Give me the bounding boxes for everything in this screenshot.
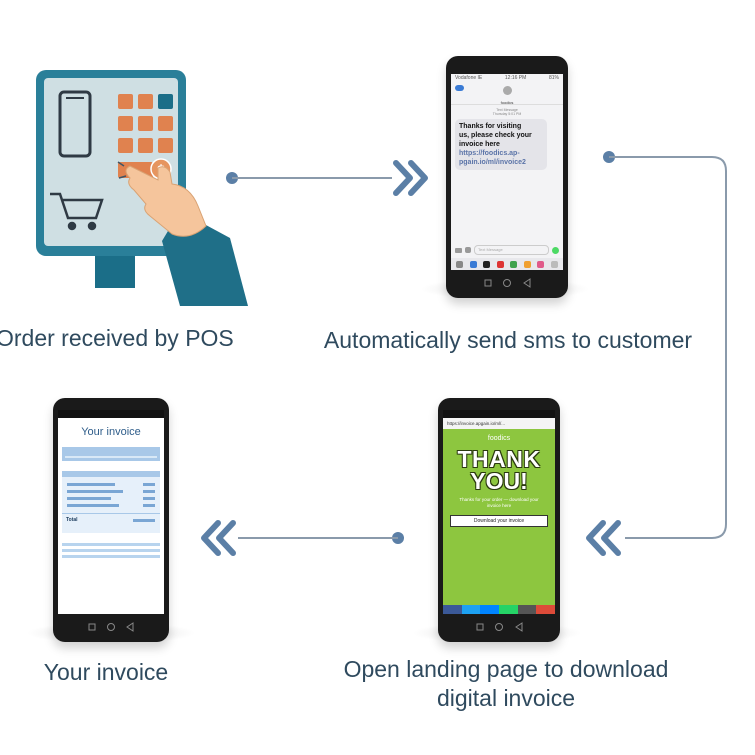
sms-bubble: Thanks for visiting us, please check you…	[455, 119, 547, 170]
battery: 81%	[548, 75, 559, 81]
app-icon[interactable]	[456, 260, 464, 268]
caption-open-landing-line1: Open landing page to download	[343, 656, 669, 682]
recent-apps-icon[interactable]	[476, 623, 484, 631]
pointing-hand	[125, 165, 207, 237]
subtext-line: Thanks for your order — download your	[459, 497, 539, 502]
browser-url-bar[interactable]: https://invoice.apgain.io/ml/...	[443, 418, 555, 429]
invoice-title: Your invoice	[81, 426, 141, 438]
twitter-icon[interactable]	[461, 605, 481, 614]
app-tray	[451, 258, 563, 270]
apps-icon[interactable]	[465, 247, 471, 253]
recent-apps-icon[interactable]	[88, 623, 96, 631]
status-bar	[443, 410, 555, 418]
app-icon[interactable]	[537, 260, 545, 268]
send-icon[interactable]	[552, 246, 559, 254]
landing-subtext: Thanks for your order — download your in…	[443, 497, 555, 509]
meta-line: Text Message	[496, 108, 518, 112]
compose-bar: Text Message	[451, 244, 563, 256]
download-invoice-button[interactable]: Download your invoice	[450, 515, 548, 527]
sms-text: Thanks for visiting	[459, 123, 522, 130]
app-icon[interactable]	[469, 260, 477, 268]
google-icon[interactable]	[536, 605, 555, 614]
invoice-link[interactable]: pgain.io/ml/invoice2	[459, 159, 526, 166]
carrier: Vodafone IE	[455, 75, 483, 81]
invoice-footer-lines	[62, 543, 160, 558]
avatar	[502, 86, 512, 95]
recent-apps-icon[interactable]	[484, 279, 492, 287]
thank-headline: THANK	[457, 446, 541, 472]
android-nav-bar	[446, 270, 568, 298]
you-headline: YOU!	[470, 468, 528, 494]
connector-pos-to-sms	[226, 172, 392, 184]
phone-icon	[58, 90, 92, 158]
message-meta: Text Message Thursday 5:01 PM	[451, 108, 563, 116]
clock: 12:16 PM	[504, 75, 527, 81]
home-icon[interactable]	[107, 623, 115, 631]
caption-send-sms: Automatically send sms to customer	[323, 327, 693, 353]
app-icon[interactable]	[496, 260, 504, 268]
app-icon[interactable]	[523, 260, 531, 268]
messenger-icon[interactable]	[480, 605, 500, 614]
pos-terminal-illustration: $	[36, 70, 248, 306]
back-nav-icon[interactable]	[515, 622, 523, 632]
invoice-link[interactable]: https://foodics.ap-	[459, 150, 520, 157]
back-nav-icon[interactable]	[126, 622, 134, 632]
cart-icon	[50, 192, 104, 231]
whatsapp-icon[interactable]	[499, 605, 518, 614]
back-icon[interactable]	[455, 85, 464, 91]
android-nav-bar	[53, 614, 169, 642]
url-text[interactable]: https://invoice.apgain.io/ml/...	[447, 421, 506, 426]
brand-logo: foodics	[487, 435, 511, 442]
message-header: foodics	[451, 82, 563, 105]
caption-open-landing-line2: digital invoice	[436, 685, 576, 711]
message-input[interactable]: Text Message	[474, 245, 549, 255]
sms-text: invoice here	[459, 141, 500, 148]
home-icon[interactable]	[495, 623, 503, 631]
android-nav-bar	[438, 614, 560, 642]
double-chevron-left-icon	[201, 520, 236, 556]
status-bar	[58, 410, 164, 418]
keypad	[118, 94, 173, 178]
subtext-line: invoice here	[486, 503, 512, 508]
back-nav-icon[interactable]	[523, 278, 531, 288]
sms-text: us, please check your	[459, 132, 532, 139]
invoice-header-band	[62, 447, 160, 461]
email-icon[interactable]	[517, 605, 537, 614]
app-icon[interactable]	[510, 260, 518, 268]
contact-name: foodics	[500, 100, 514, 105]
double-chevron-left-icon	[586, 520, 621, 556]
app-icon[interactable]	[483, 260, 491, 268]
connector-sms-to-landing	[603, 151, 727, 539]
caption-order-received: Order received by POS	[0, 325, 234, 351]
status-bar: Vodafone IE 12:16 PM 81%	[451, 74, 563, 82]
landing-phone: https://invoice.apgain.io/ml/... foodics…	[438, 398, 560, 642]
sms-phone: Vodafone IE 12:16 PM 81% foodics Text Me…	[446, 56, 568, 298]
invoice-table: Total	[62, 471, 160, 533]
invoice-total-label: Total	[66, 517, 78, 523]
connector-landing-to-invoice	[238, 532, 404, 544]
social-share-bar	[443, 605, 555, 614]
facebook-icon[interactable]	[443, 605, 462, 614]
camera-icon[interactable]	[455, 247, 462, 253]
caption-your-invoice: Your invoice	[43, 659, 169, 685]
home-icon[interactable]	[503, 279, 511, 287]
more-icon[interactable]	[550, 260, 558, 268]
invoice-phone: Your invoice Total	[53, 398, 169, 642]
double-chevron-right-icon	[393, 160, 428, 196]
meta-line: Thursday 5:01 PM	[492, 112, 522, 116]
